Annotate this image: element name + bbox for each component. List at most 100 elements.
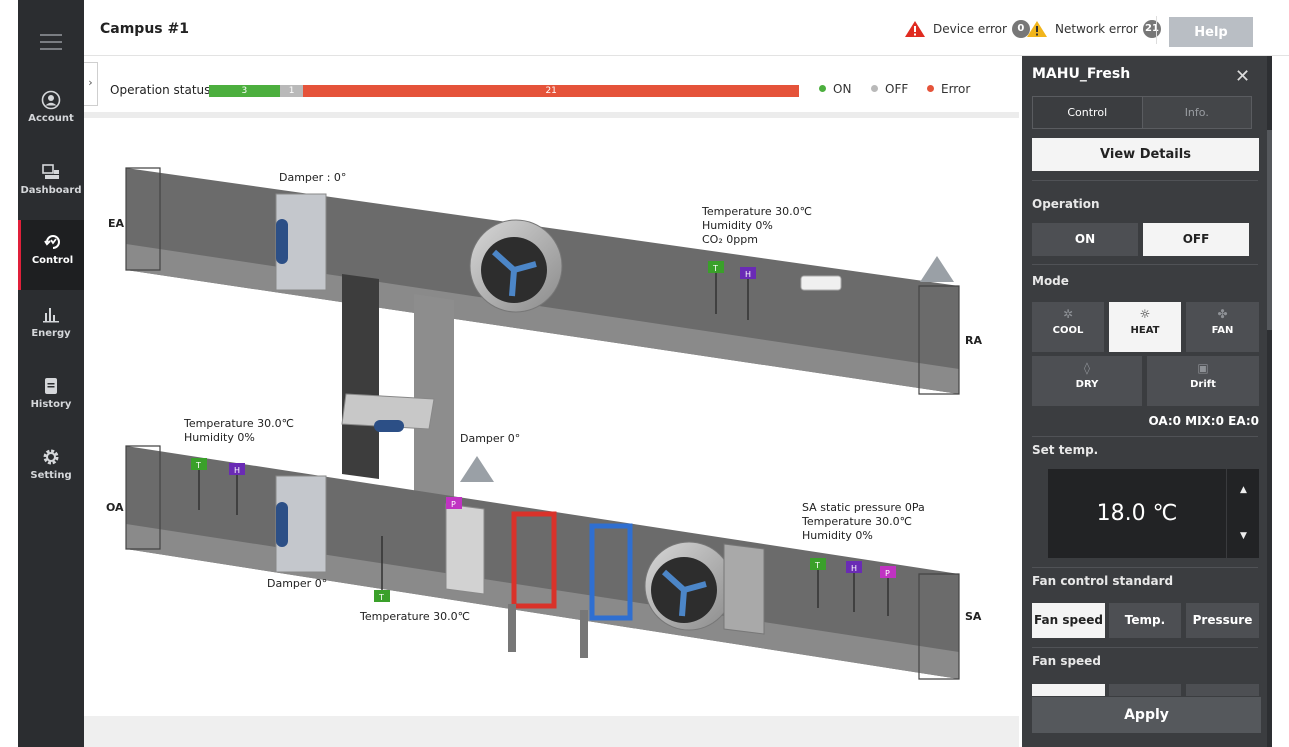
- panel-scrollbar-thumb[interactable]: [1267, 130, 1272, 330]
- chevron-right-icon: ›: [88, 76, 93, 89]
- nav-label: Account: [28, 113, 74, 124]
- nav-label: Setting: [30, 470, 72, 481]
- fan-icon: ✤: [1217, 307, 1228, 321]
- sa-static-pressure: SA static pressure 0Pa: [802, 501, 925, 514]
- nav-label: History: [30, 399, 72, 410]
- fan-control-speed-button[interactable]: Fan speed: [1032, 603, 1105, 638]
- nav-item-control[interactable]: Control: [18, 220, 84, 290]
- mode-drift-button[interactable]: ▣ Drift: [1147, 356, 1259, 406]
- divider: [1032, 567, 1258, 568]
- panel-tabs: Control Info.: [1032, 96, 1252, 129]
- history-icon: [45, 378, 57, 394]
- temp-up-icon[interactable]: ▲: [1240, 485, 1247, 495]
- fan-speed-med-button[interactable]: [1109, 684, 1181, 696]
- fan-speed-high-button[interactable]: [1186, 684, 1259, 696]
- ra-humidity-sensor: [740, 267, 756, 279]
- supply-fan-outlet: [723, 543, 765, 635]
- co2-sensor: [800, 275, 842, 291]
- temp-down-icon[interactable]: ▼: [1240, 531, 1247, 541]
- tab-control[interactable]: Control: [1033, 97, 1143, 128]
- drift-icon: ▣: [1197, 361, 1209, 375]
- oa-temperature: Temperature 30.0℃: [183, 417, 294, 430]
- operation-status-label: Operation status: [110, 83, 211, 97]
- close-icon[interactable]: ✕: [1235, 66, 1251, 87]
- tab-info[interactable]: Info.: [1142, 97, 1251, 128]
- dashboard-icon: [42, 164, 59, 179]
- temp-stepper: ▲ ▼: [1226, 469, 1259, 558]
- fan-speed-low-button[interactable]: [1032, 684, 1105, 696]
- red-dot-icon: [927, 85, 934, 92]
- ra-label: RA: [965, 334, 982, 347]
- page-title: Campus #1: [100, 21, 189, 37]
- oa-humidity-sensor: [229, 463, 245, 475]
- ahu-schematic: T H T H P T T H P EA RA OA SA Damper : 0…: [106, 167, 982, 680]
- lower-duct-floor: [126, 524, 959, 679]
- help-button[interactable]: Help: [1169, 17, 1253, 47]
- side-nav: Account Dashboard Control Energy: [18, 0, 84, 747]
- ra-co2: CO₂ 0ppm: [702, 233, 758, 246]
- status-segment-error: 21: [303, 85, 799, 97]
- legend-on-label: ON: [833, 82, 852, 96]
- nav-item-account[interactable]: Account: [18, 90, 84, 160]
- heating-valve-pipe: [508, 604, 516, 652]
- cooling-coil: [589, 523, 633, 621]
- collapse-toggle[interactable]: ›: [84, 62, 98, 106]
- damper-mix-label: Damper 0°: [460, 432, 520, 445]
- control-icon: [43, 235, 60, 249]
- mode-fan-button[interactable]: ✤ FAN: [1186, 302, 1259, 352]
- oa-label: OA: [106, 501, 124, 514]
- menu-icon[interactable]: [40, 34, 62, 55]
- divider: [1032, 180, 1258, 181]
- droplet-icon: ◊: [1084, 361, 1090, 375]
- nav-item-setting[interactable]: Setting: [18, 447, 84, 517]
- mode-drift-label: Drift: [1190, 379, 1216, 390]
- oa-humidity-sensor-label: H: [234, 466, 240, 475]
- damper-ea-label: Damper : 0°: [279, 171, 346, 184]
- network-error-count: 21: [1142, 20, 1161, 38]
- fan-speed-label: Fan speed: [1032, 654, 1101, 668]
- oa-temp-sensor: [191, 458, 207, 470]
- sa-temperature: Temperature 30.0℃: [801, 515, 912, 528]
- mix-temp-sensor-label: T: [378, 593, 384, 602]
- nav-item-history[interactable]: History: [18, 376, 84, 446]
- operation-on-button[interactable]: ON: [1032, 223, 1138, 256]
- apply-button[interactable]: Apply: [1032, 697, 1261, 733]
- mode-fan-label: FAN: [1211, 325, 1234, 336]
- legend-error-label: Error: [941, 82, 971, 96]
- top-header: Campus #1 Device error 0 Network error 2…: [84, 0, 1289, 56]
- panel-scrollbar[interactable]: [1267, 56, 1272, 747]
- heating-alert-icon: [920, 256, 954, 282]
- device-error-indicator[interactable]: Device error 0: [904, 20, 1030, 38]
- sa-pressure-sensor-label: P: [885, 569, 890, 578]
- sa-humidity-sensor: [846, 561, 862, 573]
- sa-pressure-sensor: [880, 566, 896, 578]
- legend-off-label: OFF: [885, 82, 909, 96]
- view-details-button[interactable]: View Details: [1032, 138, 1259, 171]
- ra-temp-sensor-label: T: [712, 264, 718, 273]
- mode-heat-button[interactable]: ☼HEAT: [1109, 302, 1181, 352]
- set-temp-label: Set temp.: [1032, 443, 1099, 457]
- operation-off-button[interactable]: OFF: [1143, 223, 1249, 256]
- mode-cool-button[interactable]: ✲COOL: [1032, 302, 1104, 352]
- return-fan-blades: [491, 249, 537, 297]
- mode-dry-button[interactable]: ◊DRY: [1032, 356, 1142, 406]
- filter-pressure-sensor-label: P: [451, 500, 456, 509]
- control-panel: MAHU_Fresh ✕ Control Info. View Details …: [1022, 56, 1267, 747]
- sa-opening: [918, 573, 960, 680]
- operation-label: Operation: [1032, 197, 1100, 211]
- damper-oa-label: Damper 0°: [267, 577, 327, 590]
- green-dot-icon: [819, 85, 826, 92]
- warning-yellow-icon: [1027, 21, 1047, 37]
- status-segment-off: 1: [279, 85, 304, 97]
- damper-summary: OA:0 MIX:0 EA:0: [1148, 414, 1259, 428]
- nav-label: Control: [31, 255, 74, 266]
- network-error-indicator[interactable]: Network error 21: [1026, 20, 1161, 38]
- account-icon: [41, 90, 61, 110]
- mix-damper-actuator: [374, 420, 404, 432]
- heating-coil: [511, 511, 557, 609]
- divider: [1032, 436, 1258, 437]
- nav-item-dashboard[interactable]: Dashboard: [18, 162, 84, 232]
- fan-control-pressure-button[interactable]: Pressure: [1186, 603, 1259, 638]
- nav-item-energy[interactable]: Energy: [18, 305, 84, 375]
- fan-control-temp-button[interactable]: Temp.: [1109, 603, 1181, 638]
